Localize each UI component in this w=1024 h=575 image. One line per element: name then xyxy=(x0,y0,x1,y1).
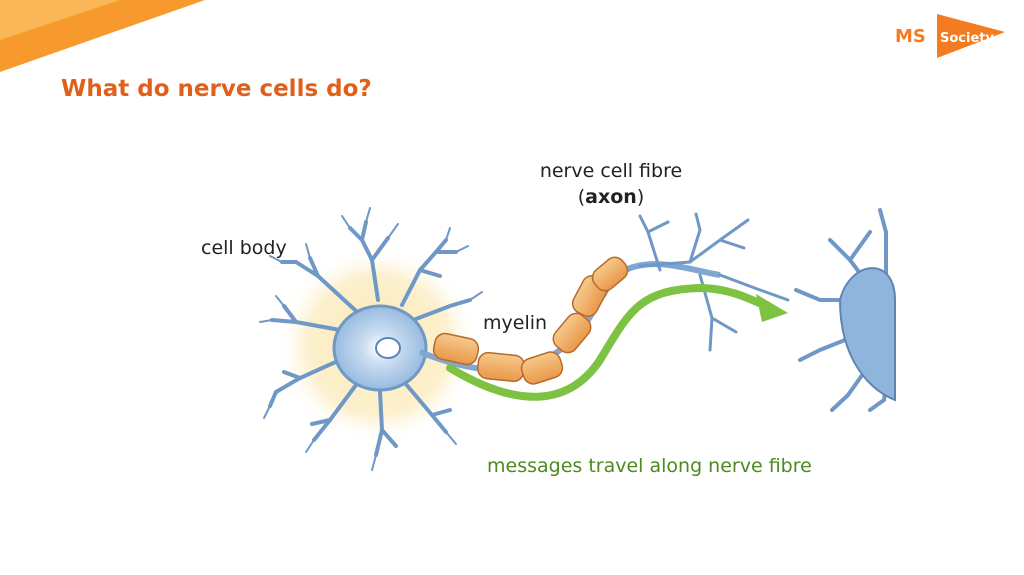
arrow-head xyxy=(756,294,788,322)
message-arrow xyxy=(446,283,772,401)
label-axon: (axon) xyxy=(577,186,645,208)
corner-decoration xyxy=(0,0,205,72)
right-cell-body xyxy=(838,267,896,402)
label-messages-travel: messages travel along nerve fibre xyxy=(487,455,812,477)
axon-terminals xyxy=(638,212,790,352)
label-cell-body: cell body xyxy=(201,237,287,259)
axon-term: axon xyxy=(585,186,637,208)
logo-text-ms: MS xyxy=(895,26,926,47)
myelin-sheath xyxy=(432,256,629,385)
label-nerve-cell-fibre: nerve cell fibre xyxy=(539,160,683,182)
label-myelin: myelin xyxy=(483,312,548,334)
nucleus xyxy=(375,337,401,359)
ms-society-logo: MS Society xyxy=(895,14,1005,58)
left-dendrites xyxy=(268,220,472,457)
slide-title: What do nerve cells do? xyxy=(61,76,372,102)
logo-text-society: Society xyxy=(940,31,994,46)
